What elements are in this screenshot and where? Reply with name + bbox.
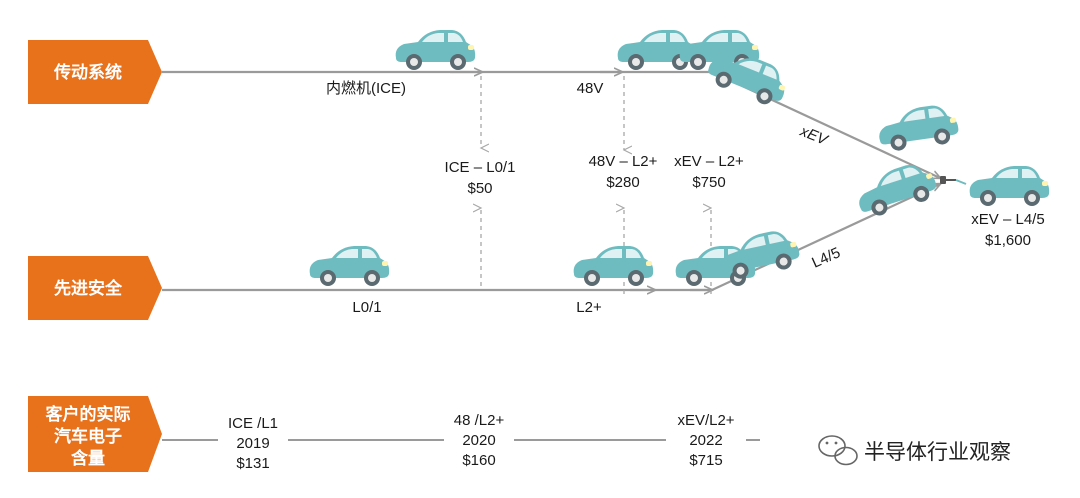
timeline-year: 2022	[689, 432, 722, 449]
plug-icon	[940, 176, 967, 185]
row-label-content-line2: 汽车电子	[54, 426, 122, 447]
timeline-name: xEV/L2+	[677, 412, 734, 429]
car-icon-xev-path	[875, 102, 961, 154]
combo-48v-l2-price: $280	[606, 174, 639, 191]
timeline-item-2022: xEV/L2+ 2022 $715	[666, 410, 746, 472]
wechat-icon	[818, 435, 858, 466]
car-icon-final	[969, 166, 1050, 206]
row-label-adas: 先进安全	[28, 256, 162, 320]
timeline-item-2019: ICE /L1 2019 $131	[218, 412, 288, 474]
timeline-price: $131	[236, 455, 269, 472]
row-label-content-line1: 客户的实际	[45, 404, 131, 425]
row-label-powertrain-text: 传动系统	[53, 62, 122, 83]
label-ice: 内燃机(ICE)	[326, 79, 406, 97]
combo-xev-l2-name: xEV – L2+	[674, 153, 744, 170]
combo-48v-l2-name: 48V – L2+	[589, 153, 658, 170]
row-label-content: 客户的实际 汽车电子 含量	[28, 396, 162, 472]
label-l01: L0/1	[352, 299, 381, 316]
timeline-item-2020: 48 /L2+ 2020 $160	[444, 410, 514, 472]
row-label-content-line3: 含量	[71, 448, 105, 469]
row-label-powertrain: 传动系统	[28, 40, 162, 104]
label-l45-path: L4/5	[809, 244, 843, 271]
combo-final-price: $1,600	[985, 232, 1031, 249]
car-icon-l2	[573, 246, 654, 286]
timeline-year: 2019	[236, 435, 269, 452]
label-xev-path: xEV	[797, 122, 832, 149]
watermark: 半导体行业观察	[818, 435, 1011, 466]
timeline-year: 2020	[462, 432, 495, 449]
timeline-price: $715	[689, 452, 722, 469]
combo-ice-l01-price: $50	[467, 180, 492, 197]
watermark-text: 半导体行业观察	[864, 440, 1011, 464]
car-icon-ice	[395, 30, 476, 70]
timeline-name: 48 /L2+	[454, 412, 505, 429]
row-label-adas-text: 先进安全	[54, 278, 123, 299]
label-l2: L2+	[576, 299, 602, 316]
timeline-name: ICE /L1	[228, 415, 278, 432]
car-icon-l45-path	[852, 158, 941, 221]
combo-xev-l2-price: $750	[692, 174, 725, 191]
label-48v: 48V	[577, 80, 604, 97]
timeline-price: $160	[462, 452, 495, 469]
combo-final-name: xEV – L4/5	[971, 211, 1044, 228]
car-icon-l01	[309, 246, 390, 286]
combo-ice-l01-name: ICE – L0/1	[445, 159, 516, 176]
